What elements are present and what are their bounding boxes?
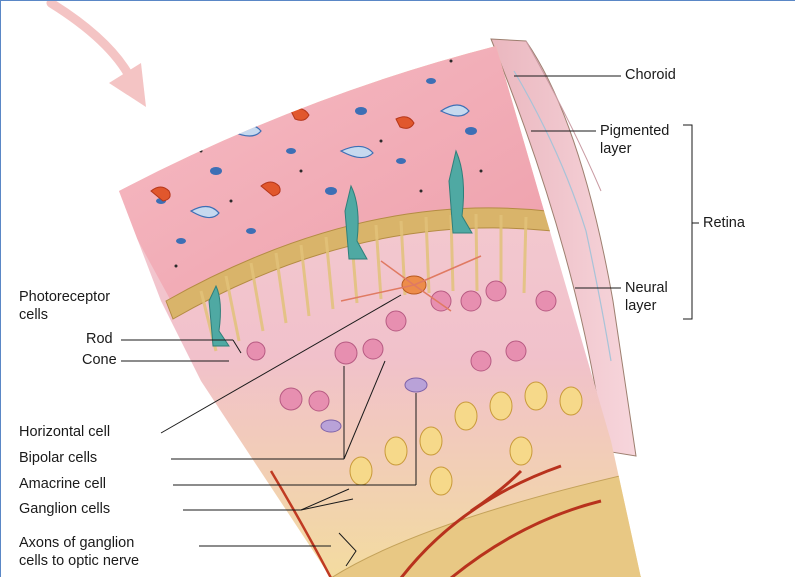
label-pigmented-layer-line1: Pigmented [600,123,669,140]
label-cone: Cone [82,352,117,369]
label-rod: Rod [86,331,113,348]
label-amacrine-cell: Amacrine cell [19,476,106,493]
label-bipolar-cells: Bipolar cells [19,450,97,467]
label-pigmented-layer-line2: layer [600,141,631,158]
label-retina: Retina [703,215,745,232]
label-axons-line1: Axons of ganglion [19,535,134,552]
light-direction-arrow [51,3,146,107]
label-photoreceptor-cells-line1: Photoreceptor [19,289,110,306]
label-photoreceptor-cells-line2: cells [19,307,48,324]
label-neural-layer-line2: layer [625,298,656,315]
label-ganglion-cells: Ganglion cells [19,501,110,518]
label-neural-layer-line1: Neural [625,280,668,297]
label-horizontal-cell: Horizontal cell [19,424,110,441]
label-choroid: Choroid [625,67,676,84]
label-axons-line2: cells to optic nerve [19,553,139,570]
